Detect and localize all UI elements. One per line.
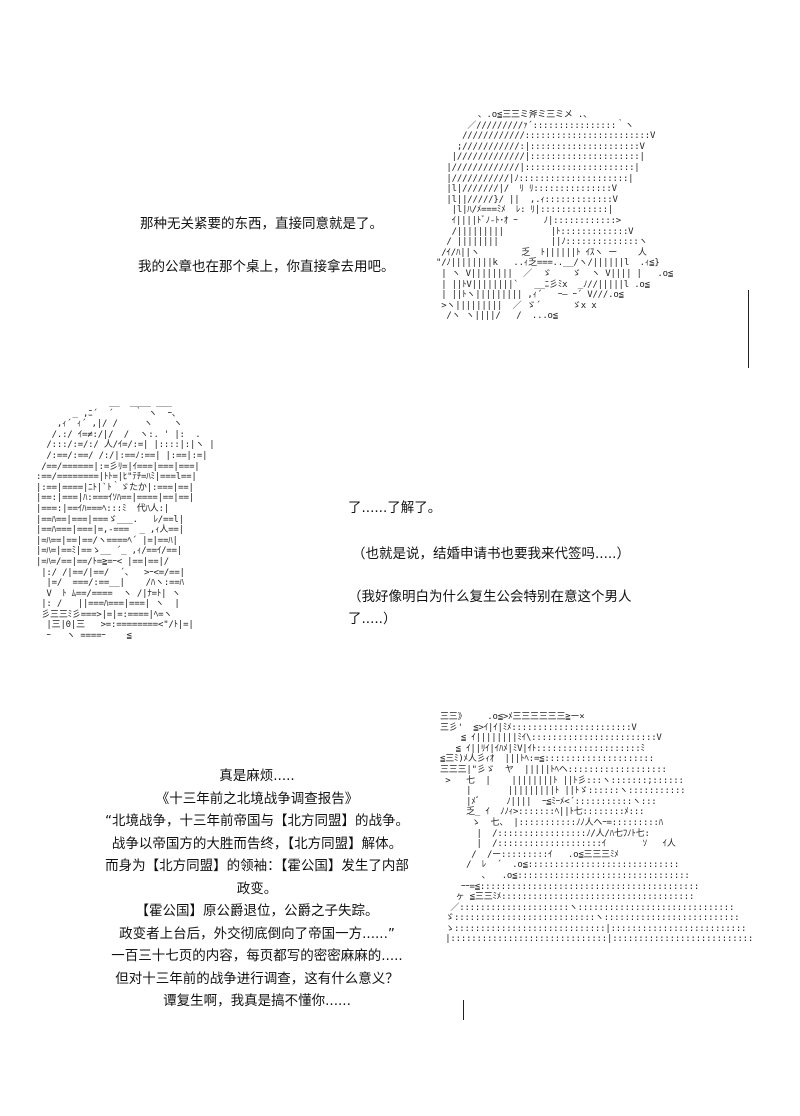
thought-line: 了.....） [348,611,397,627]
art-edge-line [748,290,749,368]
dialogue-line: 一百三十七页的内容，每页都写的密密麻麻的..... [111,948,403,964]
report-line: 政变者上台后，外交彻底倒向了帝国一方......” [119,925,395,942]
dialogue-line: 但对十三年前的战争进行调查，这有什么意义？ [115,970,399,987]
ascii-art-figure-2: __ ____ ___ _ ,ﾆ´ ´ ｀ ヽ ｰ、 ,ｨ´ ｨ´ ,|/ / … [36,398,215,642]
report-title: 《十三年前之北境战争调查报告》 [155,790,359,807]
report-line: 政变。 [236,880,278,897]
report-line: 战争以帝国方的大胜而告终，【北方同盟】解体。 [111,835,403,852]
dialogue-line: 了......了解了。 [348,500,442,516]
report-line: 【霍公国】原公爵退位，公爵之子失踪。 [135,903,379,919]
thought-line: （我好像明白为什么复生公会特别在意这个男人 [348,589,632,605]
ascii-art-figure-1: 、.o≦三三ミ斧ミ三ミメ .、 ／/////////ｧ´::::::::::::… [436,110,674,322]
art-edge-line [463,1000,464,1020]
report-text-block: 真是麻烦..... 《十三年前之北境战争调查报告》 “北境战争，十三年前帝国与【… [92,765,422,1013]
dialogue-line: 真是麻烦..... [219,768,295,784]
dialogue-line: 那种无关紧要的东西，直接同意就是了。 [140,216,383,232]
thought-line: （也就是说，结婚申请书也要我来代签吗.....） [352,546,630,562]
ascii-art-figure-3: 三三》 .o≦>ﾒ三三三三三三≧ー× 三彡' ≦>ｲ|ｲ|ﾐﾒ:::::::::… [440,712,754,945]
report-line: “北境战争，十三年前帝国与【北方同盟】的战争。 [105,813,409,829]
report-line: 而身为【北方同盟】的领袖：【霍公国】发生了内部 [105,858,409,874]
dialogue-line: 我的公章也在那个桌上，你直接拿去用吧。 [138,259,395,275]
dialogue-line: 谭复生啊，我真是搞不懂你...... [163,993,351,1009]
